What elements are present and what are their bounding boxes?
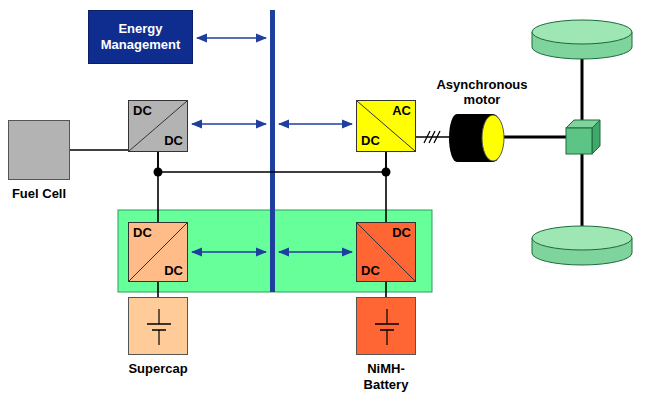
capacitor-lead	[386, 309, 387, 324]
converter-label: DC	[361, 264, 380, 278]
box-caption: NiMH-Battery	[351, 361, 421, 392]
node-shape	[449, 112, 507, 164]
box-label: Energy Management	[93, 21, 188, 54]
power-connector	[157, 152, 159, 222]
communication-bus	[270, 10, 275, 292]
power-connector	[385, 152, 387, 222]
dcdc-converter: DC DC	[128, 222, 188, 282]
power-connector	[158, 152, 386, 172]
energy-management-box: Energy Management	[88, 10, 193, 64]
node-shape	[129, 298, 187, 354]
capacitor-plate	[147, 323, 171, 325]
node-shape	[357, 298, 415, 354]
capacitor-lead	[158, 330, 159, 345]
converter-label: DC	[392, 226, 411, 240]
converter-label: DC	[164, 264, 183, 278]
capacitor-lead	[386, 330, 387, 345]
converter-diagonal	[129, 101, 187, 151]
dcdc-converter: DC DC	[356, 222, 416, 282]
converter-diagonal	[129, 223, 187, 281]
box-caption: Supercap	[113, 361, 203, 377]
converter-diagonal	[357, 223, 415, 281]
motor-body	[449, 114, 503, 162]
motor-label: Asynchronous motor	[427, 77, 537, 108]
converter-label: DC	[361, 134, 380, 148]
power-connector	[416, 136, 453, 138]
capacitor-lead	[158, 309, 159, 324]
asynchronous-motor: Asynchronous motor	[449, 112, 507, 164]
converter-label: DC	[164, 134, 183, 148]
power-connector	[157, 282, 159, 297]
battery-box: NiMH-Battery	[356, 297, 416, 355]
bus-arrows	[192, 38, 352, 252]
motor-face	[482, 115, 504, 161]
drivetrain	[504, 20, 632, 265]
power-connector	[70, 149, 128, 151]
converter-label: AC	[392, 104, 411, 118]
supercap-box: Supercap	[128, 297, 188, 355]
dcac-inverter: AC DC	[356, 100, 416, 152]
converter-label: DC	[133, 226, 152, 240]
converter-diagonal	[357, 101, 415, 151]
converter-label: DC	[133, 104, 152, 118]
box-caption: Fuel Cell	[9, 186, 69, 202]
dcdc-converter: DC DC	[128, 100, 188, 152]
capacitor-plate	[375, 323, 399, 325]
power-connector	[385, 282, 387, 297]
fuel-cell-box: Fuel Cell	[8, 120, 70, 180]
